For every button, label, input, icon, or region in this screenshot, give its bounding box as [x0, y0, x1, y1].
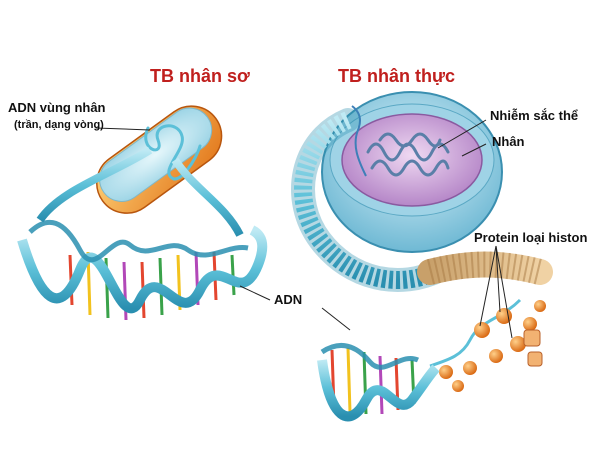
label-nhiem-sac-the: Nhiễm sắc thể	[490, 108, 579, 123]
prokaryote-cell	[96, 105, 223, 214]
title-eukaryote: TB nhân thực	[338, 66, 456, 86]
prokaryote-dna-helix	[17, 146, 268, 321]
leader-lines	[95, 119, 513, 339]
label-adn-vung-nhan-note: (trần, dạng vòng)	[14, 119, 104, 131]
label-adn-vung-nhan: ADN vùng nhân	[8, 100, 106, 115]
histone-beads	[429, 298, 546, 392]
label-adn: ADN	[274, 292, 303, 307]
label-protein-histon: Protein loại histon	[474, 230, 588, 245]
title-prokaryote: TB nhân sơ	[150, 66, 250, 86]
eukaryote-dna-helix	[317, 342, 440, 422]
eukaryote-nucleus	[321, 91, 503, 253]
label-nhan: Nhân	[492, 134, 525, 149]
eukaryote-chromatin-coil	[291, 108, 553, 292]
